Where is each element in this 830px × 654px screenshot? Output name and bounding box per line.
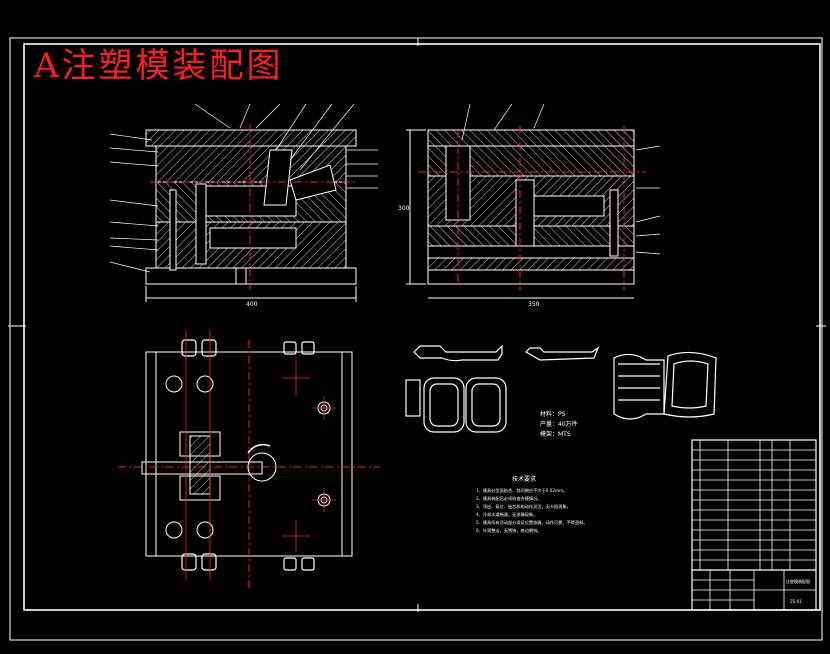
tech-line: 6、外观整洁，无锈蚀，棱边倒钝。 [476,527,541,534]
front-section-view [109,103,378,302]
title-block-drawing-name: 注塑模装配图 [786,578,810,584]
drawing-frame [8,37,826,641]
part-views [405,344,717,433]
tech-line: 3、顶出、复位、抽芯机构动作灵活，无卡阻现象。 [476,503,571,510]
mold-label: 模架：MTS [540,430,571,438]
side-height-dimension: 300 [398,205,410,212]
tech-line: 2、模具装配后必须检查合模情况。 [476,495,541,502]
title-block [691,439,817,611]
drawing-title: A注塑模装配图 [34,46,284,86]
title-block-drawing-no: ZS-01 [790,599,802,604]
front-width-dimension: 400 [246,301,258,308]
side-width-dimension: 350 [528,301,540,308]
tech-line: 5、模具所有活动部分保证位置准确，动作可靠，不得歪斜。 [476,519,588,526]
side-section-view [406,103,661,299]
plan-view [118,330,380,590]
output-label: 产量：40万件 [540,420,578,428]
material-note: 材料：PS 产量：40万件 模架：MTS [540,410,578,438]
technical-requirements: 技术要求 1、模具分型面贴合，其间隙应不大于0.02mm。 2、模具装配后必须检… [476,475,588,534]
tech-heading: 技术要求 [512,475,536,483]
tech-line: 1、模具分型面贴合，其间隙应不大于0.02mm。 [476,487,567,494]
material-label: 材料：PS [540,410,566,418]
tech-line: 4、冷却水道畅通，无渗漏现象。 [476,511,537,518]
